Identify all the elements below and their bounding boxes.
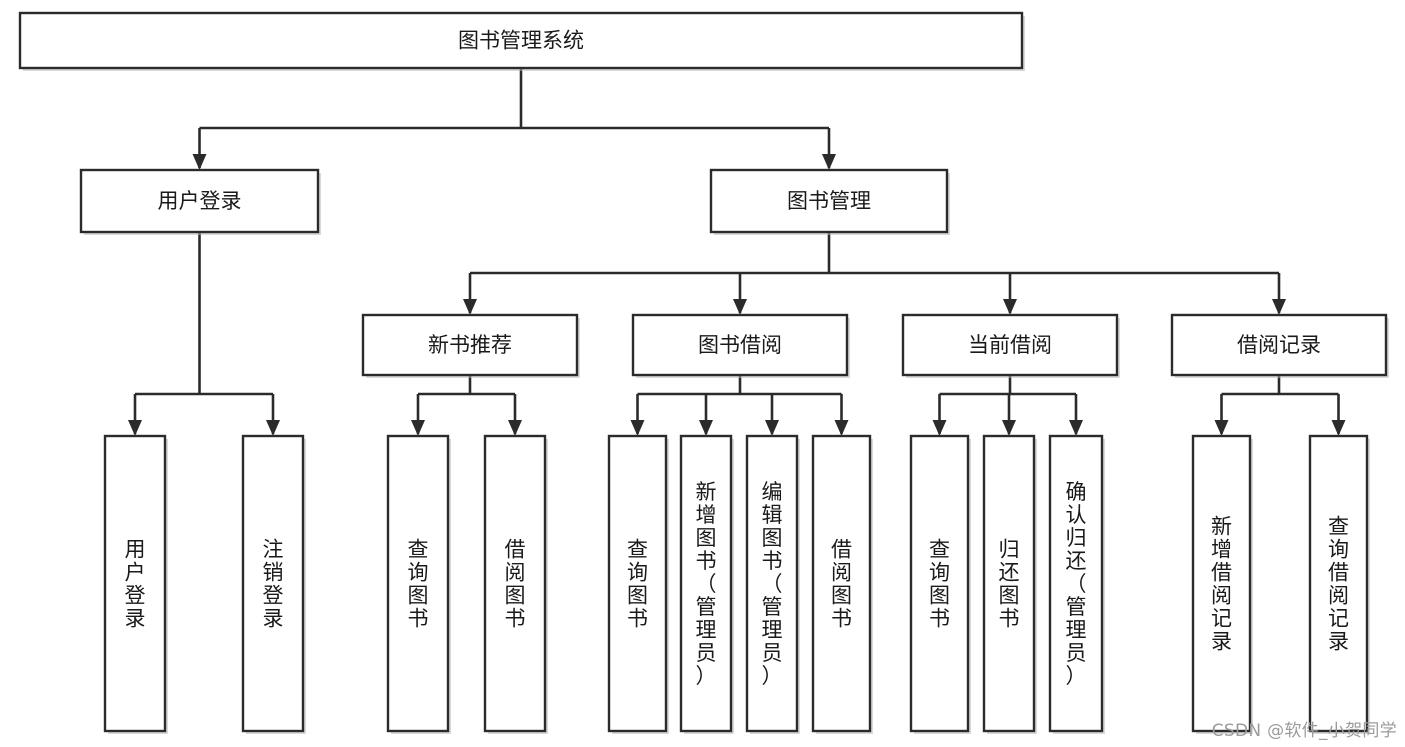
node-leaf-cur-confirm-return[interactable]: 确认归还（管理员） [1048, 434, 1105, 734]
connector-group-borrow-record [1214, 375, 1346, 436]
connector-layer [128, 68, 1346, 436]
node-label: 图书借阅 [698, 333, 782, 357]
node-label: 注销登录 [263, 537, 284, 630]
node-leaf-borrow-add-book[interactable]: 新增图书（管理员） [679, 434, 734, 734]
node-label: 借阅图书 [505, 537, 526, 630]
node-leaf-rec-add-record[interactable]: 新增借阅记录 [1191, 434, 1253, 734]
node-layer: 图书管理系统用户登录图书管理新书推荐图书借阅当前借阅借阅记录用户登录注销登录查询… [18, 11, 1389, 734]
csdn-watermark: CSDN @软件_小贺同学 [1211, 721, 1397, 741]
node-label: 查询图书 [627, 537, 648, 630]
node-label: 归还图书 [999, 537, 1020, 630]
node-label: 新增借阅记录 [1211, 514, 1232, 653]
node-label: 用户登录 [158, 189, 242, 213]
node-leaf-borrow-borrow-book[interactable]: 借阅图书 [811, 434, 873, 734]
node-label: 查询图书 [929, 537, 950, 630]
connector-group-book-borrow [630, 375, 849, 436]
node-leaf-rec-query-record[interactable]: 查询借阅记录 [1308, 434, 1370, 734]
node-label: 图书管理系统 [458, 29, 584, 53]
node-leaf-borrow-query-book[interactable]: 查询图书 [607, 434, 669, 734]
node-label: 查询借阅记录 [1328, 514, 1349, 653]
node-borrow-record[interactable]: 借阅记录 [1170, 313, 1389, 378]
node-label: 用户登录 [125, 537, 146, 630]
node-leaf-rec-borrow-book[interactable]: 借阅图书 [483, 434, 548, 734]
node-new-book-recommend[interactable]: 新书推荐 [361, 313, 580, 378]
connector-group-current-borrow [932, 375, 1083, 436]
node-label: 借阅图书 [831, 537, 852, 630]
connector-group-book-manage [463, 232, 1286, 315]
node-root[interactable]: 图书管理系统 [18, 11, 1025, 71]
node-book-borrow[interactable]: 图书借阅 [631, 313, 850, 378]
node-leaf-cur-return-book[interactable]: 归还图书 [982, 434, 1037, 734]
connector-group-user-login [128, 232, 280, 436]
node-leaf-cur-query-book[interactable]: 查询图书 [909, 434, 971, 734]
node-label: 查询图书 [408, 537, 429, 630]
node-leaf-borrow-edit-book[interactable]: 编辑图书（管理员） [745, 434, 800, 734]
node-leaf-user-login[interactable]: 用户登录 [103, 434, 168, 734]
node-leaf-user-logout[interactable]: 注销登录 [241, 434, 306, 734]
connector-group-root [192, 68, 836, 170]
node-label: 当前借阅 [968, 333, 1052, 357]
node-label: 新增图书（管理员） [696, 480, 717, 688]
node-label: 编辑图书（管理员） [762, 480, 783, 688]
node-label: 图书管理 [787, 189, 871, 213]
node-label: 借阅记录 [1237, 333, 1321, 357]
node-leaf-rec-query-book[interactable]: 查询图书 [386, 434, 451, 734]
node-book-manage[interactable]: 图书管理 [709, 168, 950, 235]
connector-group-new-book-recommend [411, 375, 522, 436]
node-label: 确认归还（管理员） [1066, 480, 1087, 688]
node-label: 新书推荐 [428, 333, 512, 357]
node-current-borrow[interactable]: 当前借阅 [901, 313, 1120, 378]
node-user-login[interactable]: 用户登录 [79, 168, 321, 235]
